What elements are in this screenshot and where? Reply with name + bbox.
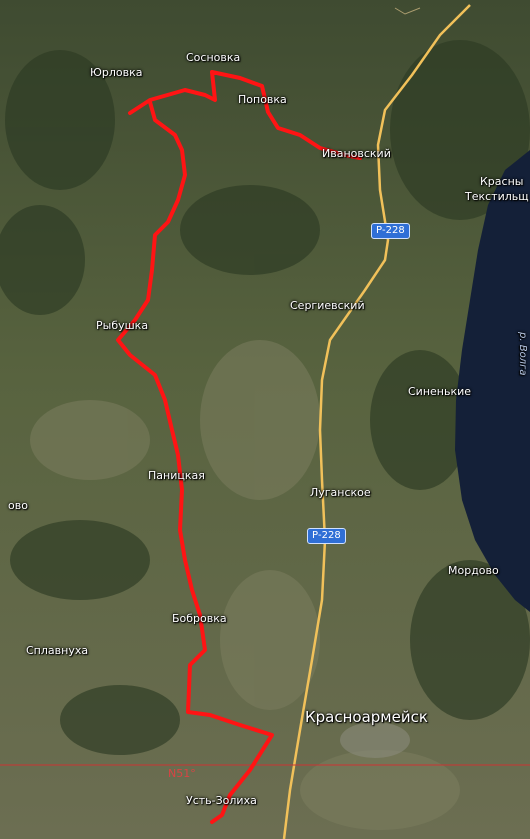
place-label: ово [8,499,28,512]
river-label: р. Волга [517,332,528,376]
road-shield: Р-228 [307,528,346,544]
place-label: Сосновка [186,51,241,64]
place-label: Рыбушка [96,319,149,332]
parallel-label: N51° [168,767,196,780]
place-label: Мордово [448,564,499,577]
place-label: Красны [480,175,524,188]
place-label: Луганское [310,486,371,499]
town-area [340,722,410,758]
vegetation-patches [0,40,530,755]
place-label: Ивановский [322,147,391,160]
place-label: Сергиевский [290,299,365,312]
place-label: Усть-Золиха [186,794,257,807]
place-label: Сплавнуха [26,644,89,657]
place-label: Паницкая [148,469,205,482]
volga-river [455,150,530,612]
place-label: Юрловка [90,66,143,79]
secondary-road [394,7,421,15]
road-shield: Р-228 [371,223,410,239]
place-label: Поповка [238,93,287,106]
place-label: Текстильщ [465,190,529,203]
route-track [116,70,362,824]
place-label: Синенькие [408,385,472,398]
highway-r228 [282,4,471,839]
place-label: Бобровка [172,612,227,625]
place-label: Красноармейск [305,708,428,726]
field-patches [30,340,460,830]
